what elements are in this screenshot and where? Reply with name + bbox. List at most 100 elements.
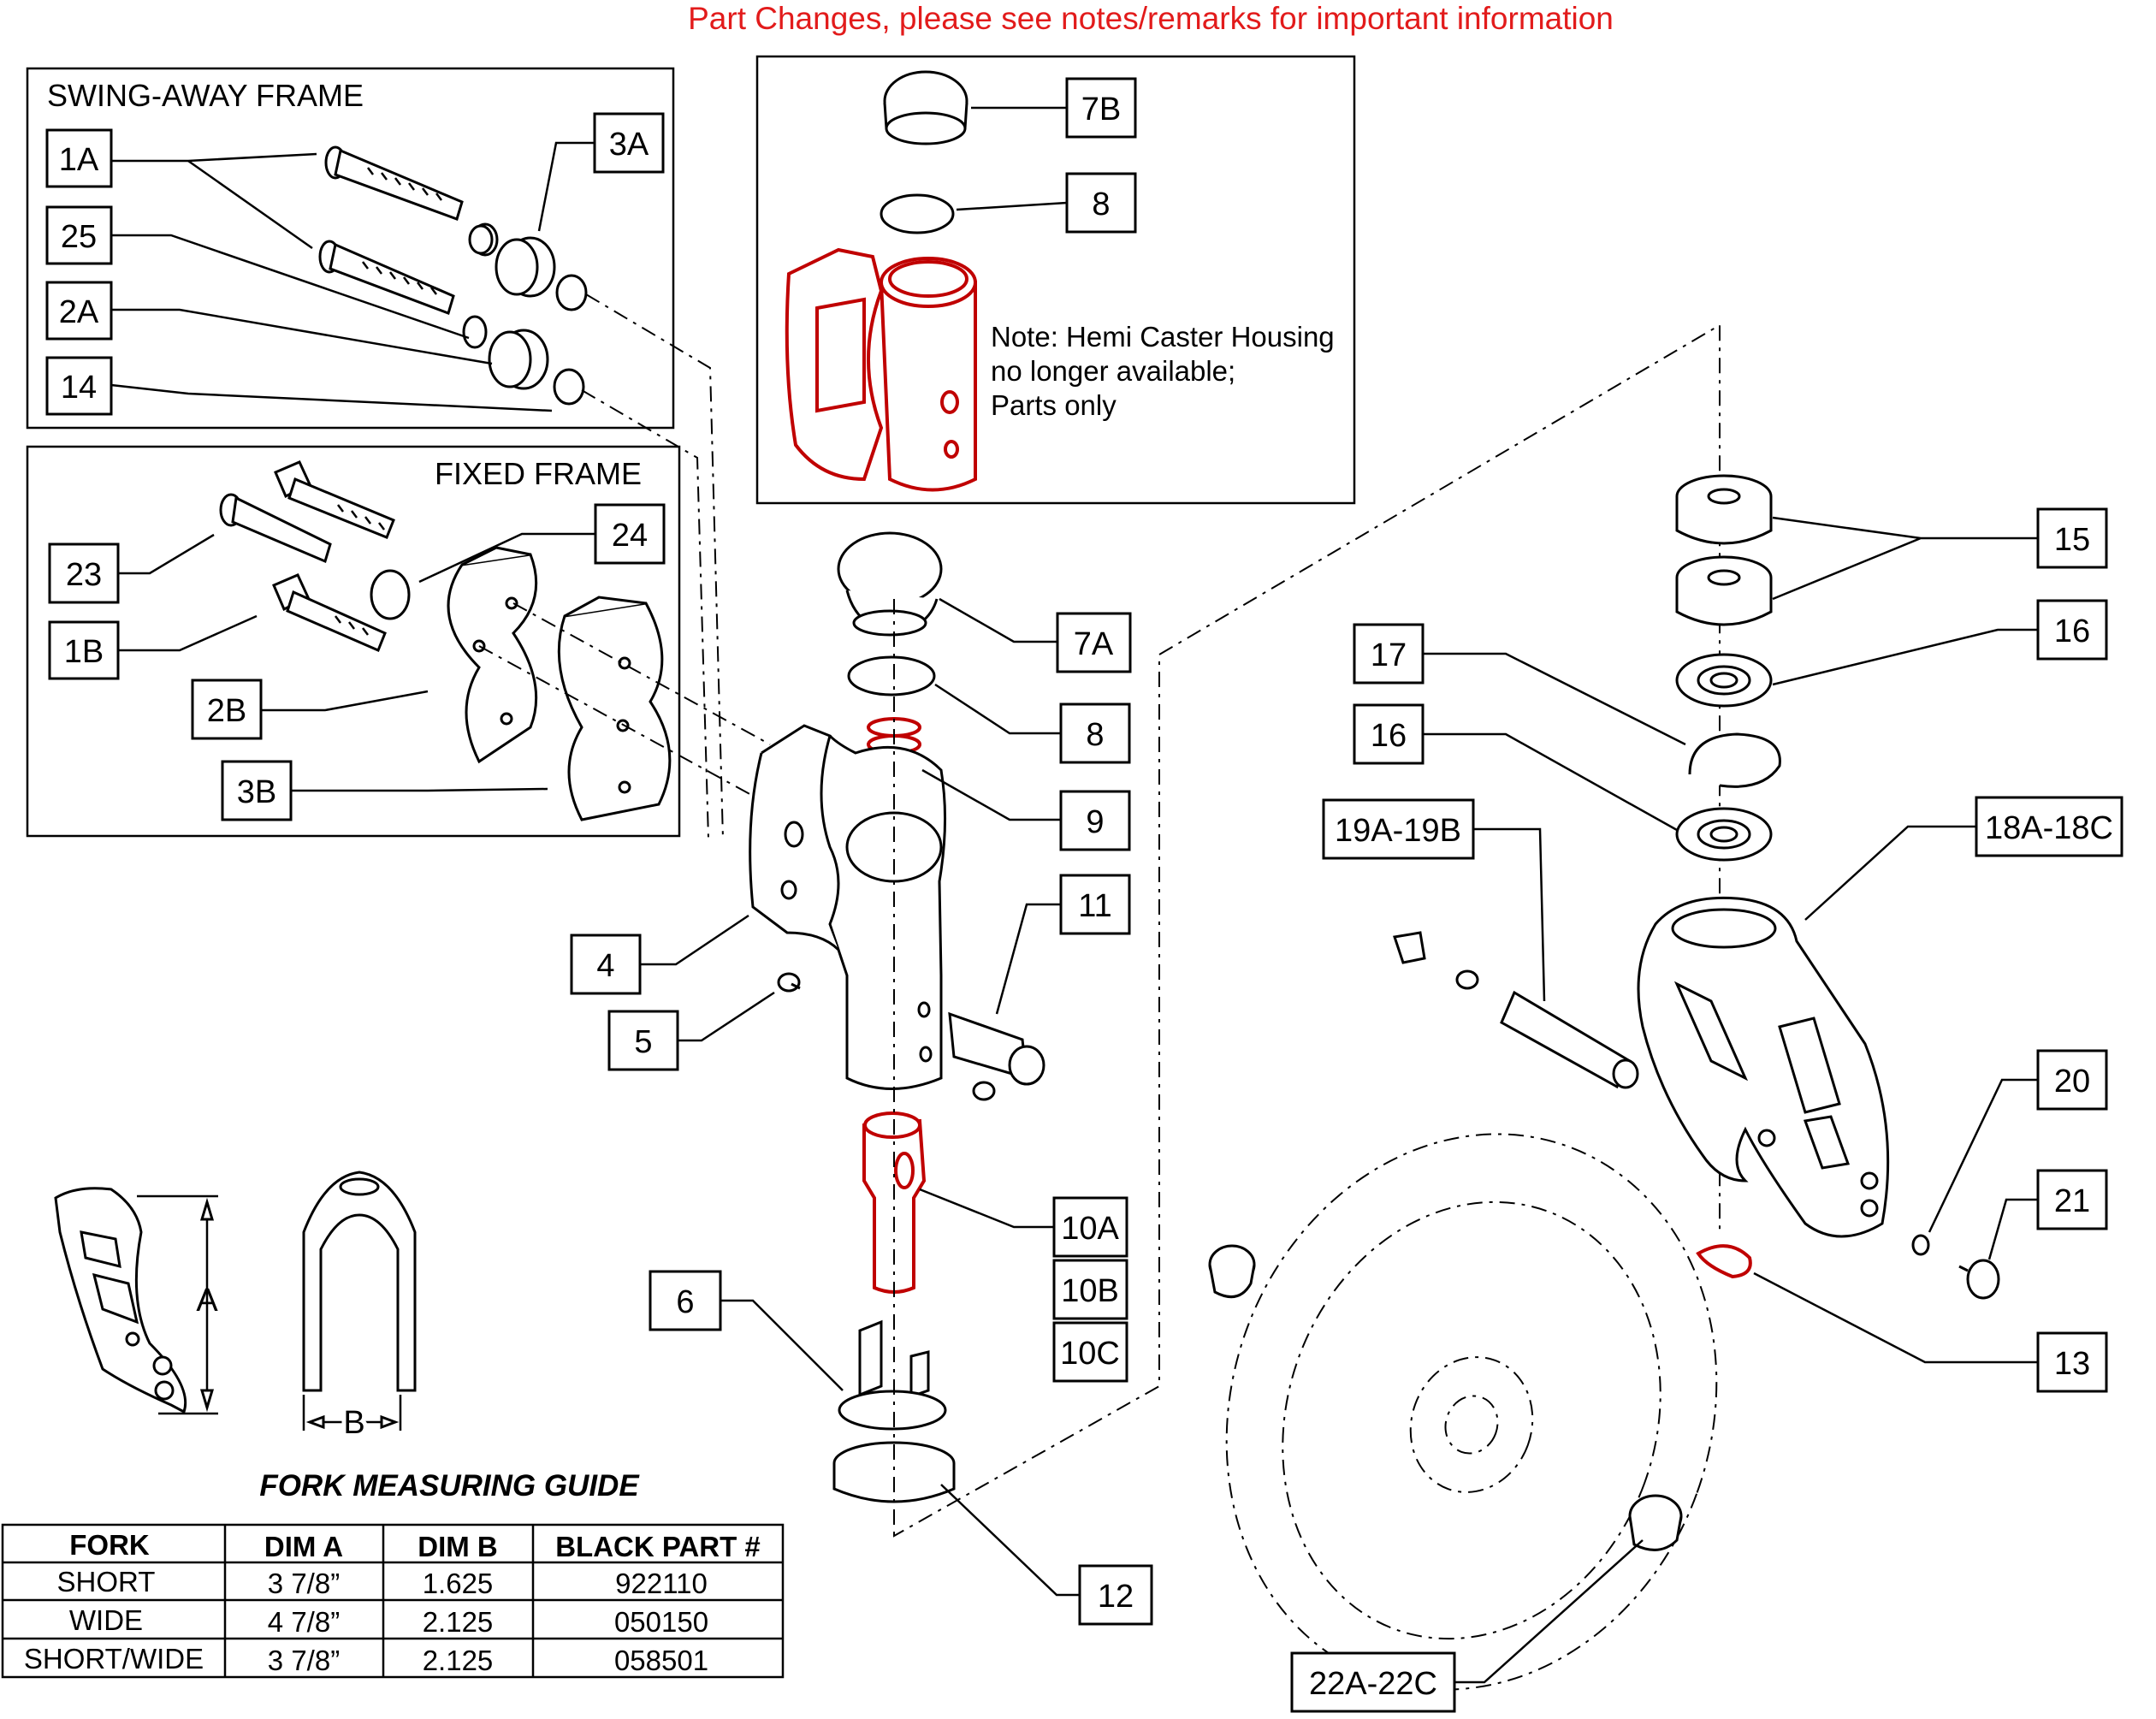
svg-text:7A: 7A xyxy=(1074,626,1114,662)
table-cell: 922110 xyxy=(615,1568,708,1599)
svg-text:16: 16 xyxy=(2054,614,2090,649)
callout-20: 20 xyxy=(2036,1049,2108,1111)
svg-text:7B: 7B xyxy=(1081,92,1121,127)
hemi-caster-housing xyxy=(785,247,977,492)
callout-22: 22A-22C xyxy=(1290,1651,1456,1713)
fixed-bolt-23 xyxy=(219,460,395,564)
axle-11 xyxy=(948,1011,1045,1101)
stem-10a xyxy=(862,1111,927,1294)
clamp-block-3b xyxy=(557,596,672,821)
swing-away-screw-upper xyxy=(324,145,464,221)
svg-text:3B: 3B xyxy=(237,774,276,810)
dim-a-label: A xyxy=(196,1283,218,1319)
part-changes-notice: Part Changes, please see notes/remarks f… xyxy=(688,1,1614,36)
table-cell: 3 7/8” xyxy=(268,1568,340,1599)
svg-text:19A-19B: 19A-19B xyxy=(1335,813,1461,849)
note-line-1: Note: Hemi Caster Housing xyxy=(991,321,1335,353)
svg-text:17: 17 xyxy=(1371,637,1407,673)
washer-14-lower xyxy=(553,368,585,406)
bearing-16-lower xyxy=(1675,807,1773,862)
svg-text:25: 25 xyxy=(61,219,97,255)
callout-18: 18A-18C xyxy=(1975,796,2123,857)
callout-12: 12 xyxy=(1078,1564,1153,1626)
ring-8-top xyxy=(880,193,955,234)
callout-3b: 3B xyxy=(221,760,293,821)
bushing-6 xyxy=(838,1319,947,1431)
table-header-fork: FORK xyxy=(69,1529,150,1561)
washer-lower xyxy=(462,315,488,349)
spacer-3a xyxy=(495,236,556,298)
callout-16-upper: 16 xyxy=(2036,599,2108,661)
callout-13: 13 xyxy=(2036,1331,2108,1393)
table-header-dim-a: DIM A xyxy=(264,1531,343,1562)
retaining-ring-17 xyxy=(1688,732,1781,788)
table-cell: 2.125 xyxy=(423,1645,494,1676)
svg-text:6: 6 xyxy=(676,1284,694,1320)
callout-23: 23 xyxy=(48,542,120,604)
callout-19: 19A-19B xyxy=(1322,798,1475,860)
svg-text:22A-22C: 22A-22C xyxy=(1309,1666,1437,1702)
washer-12 xyxy=(832,1441,956,1503)
screw-5 xyxy=(777,972,801,993)
callout-11: 11 xyxy=(1059,874,1131,935)
fork-18 xyxy=(1637,896,1890,1238)
callout-4: 4 xyxy=(570,934,642,995)
callout-6: 6 xyxy=(649,1270,722,1331)
svg-text:9: 9 xyxy=(1086,804,1104,840)
caster-housing-4 xyxy=(749,724,947,1090)
svg-text:23: 23 xyxy=(66,557,102,593)
svg-text:15: 15 xyxy=(2054,522,2090,558)
callout-8: 8 xyxy=(1059,702,1131,764)
fixed-frame-panel: FIXED FRAME xyxy=(26,445,771,838)
svg-text:18A-18C: 18A-18C xyxy=(1985,810,2113,846)
bearing-16-upper xyxy=(1675,653,1773,708)
bearing-15-upper xyxy=(1675,474,1773,545)
bearing-15-lower xyxy=(1675,555,1773,626)
callout-25: 25 xyxy=(45,205,113,265)
note-line-2: no longer available; xyxy=(991,355,1235,387)
center-caster-assembly: 7A 8 9 11 4 5 10A xyxy=(570,323,1721,1626)
table-header-dim-b: DIM B xyxy=(418,1531,498,1562)
spacer-22-left xyxy=(1208,1244,1256,1299)
right-fork-assembly: 15 16 17 16 19A-19B 18A-18C 20 xyxy=(1208,474,2123,1713)
table-cell: 050150 xyxy=(614,1606,708,1638)
spacer-22-right xyxy=(1628,1494,1683,1551)
svg-text:16: 16 xyxy=(1371,718,1407,754)
svg-text:11: 11 xyxy=(1078,888,1111,924)
swing-away-title: SWING-AWAY FRAME xyxy=(47,78,364,113)
spacer-2a xyxy=(488,329,549,390)
svg-text:8: 8 xyxy=(1092,187,1110,222)
callout-3a: 3A xyxy=(593,112,665,174)
swing-away-frame-panel: SWING-AWAY FRAME 1A xyxy=(26,67,724,839)
table-header-part: BLACK PART # xyxy=(555,1531,761,1562)
fork-spec-table: FORK DIM A DIM B BLACK PART # SHORT 3 7/… xyxy=(1,1523,785,1679)
axle-19 xyxy=(1393,931,1639,1089)
guide-title: FORK MEASURING GUIDE xyxy=(259,1469,640,1503)
callout-17: 17 xyxy=(1353,623,1424,685)
ring-8 xyxy=(847,655,936,696)
callout-2b: 2B xyxy=(191,679,263,740)
clamp-block-2b xyxy=(447,546,538,764)
table-cell: 2.125 xyxy=(423,1606,494,1638)
washer-14-upper xyxy=(555,274,588,311)
table-cell: 3 7/8” xyxy=(268,1645,340,1676)
callout-16-lower: 16 xyxy=(1353,703,1424,765)
washer-upper xyxy=(468,224,494,255)
svg-text:2B: 2B xyxy=(207,693,246,729)
fixed-bolt-1b xyxy=(272,573,387,652)
callout-8-top: 8 xyxy=(1065,172,1137,234)
callout-15: 15 xyxy=(2036,507,2108,569)
svg-text:12: 12 xyxy=(1098,1579,1134,1615)
note-line-3: Parts only xyxy=(991,389,1116,421)
wheel-assembly xyxy=(1208,1133,1718,1691)
table-cell: 1.625 xyxy=(423,1568,494,1599)
callout-1a: 1A xyxy=(45,128,113,188)
svg-text:20: 20 xyxy=(2054,1064,2090,1100)
svg-text:3A: 3A xyxy=(609,127,649,163)
callout-9: 9 xyxy=(1059,790,1131,851)
fork-side-view xyxy=(54,1187,187,1414)
bolt-21 xyxy=(1958,1259,2000,1300)
svg-text:10C: 10C xyxy=(1060,1336,1120,1372)
svg-text:10B: 10B xyxy=(1061,1273,1119,1309)
